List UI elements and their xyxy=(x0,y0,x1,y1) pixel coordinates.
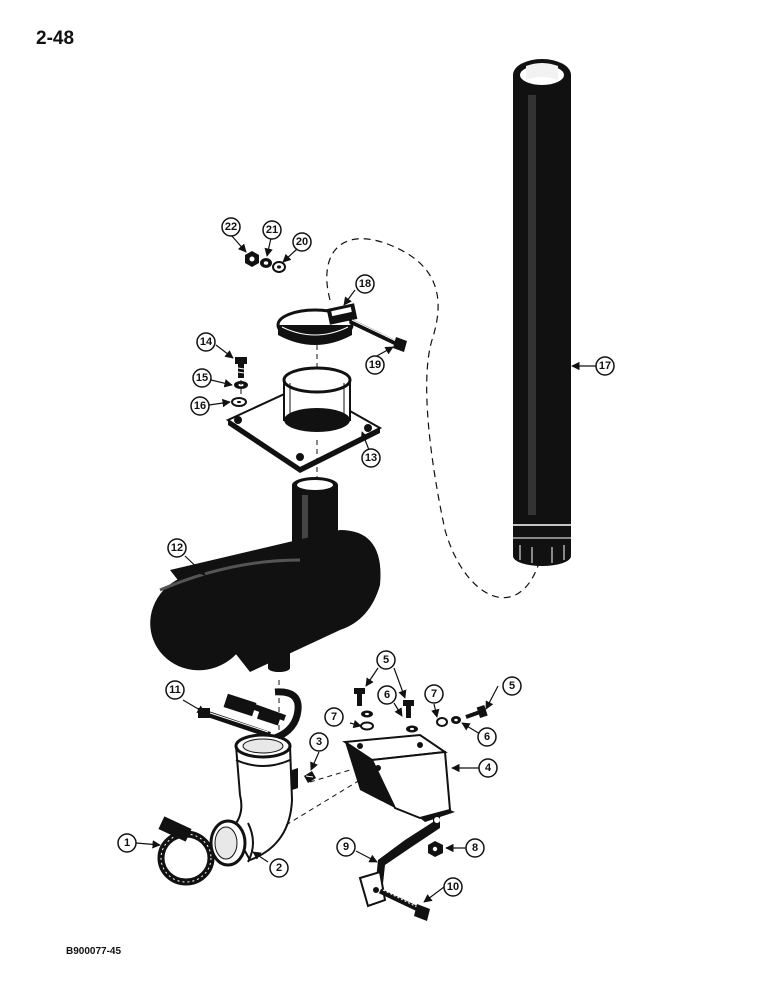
alignment-lines xyxy=(240,345,361,826)
callout-3: 3 xyxy=(309,732,329,752)
callout-16: 16 xyxy=(190,396,210,416)
callout-22: 22 xyxy=(221,217,241,237)
svg-text:2: 2 xyxy=(276,862,282,874)
hex-nut-8 xyxy=(428,841,443,857)
callout-4: 4 xyxy=(478,758,498,778)
capscrew-10 xyxy=(378,888,430,921)
callout-9: 9 xyxy=(336,837,356,857)
callout-17: 17 xyxy=(595,356,615,376)
figure-code: B900077-45 xyxy=(66,946,122,957)
exhaust-stack-pipe xyxy=(512,59,572,566)
callout-7-left: 7 xyxy=(324,707,344,727)
flat-washer-20 xyxy=(272,261,286,273)
svg-text:15: 15 xyxy=(196,372,208,384)
capscrew-5-center xyxy=(403,700,414,718)
lockwasher-21 xyxy=(260,258,272,268)
u-bolt-clamp xyxy=(198,688,302,742)
callout-11: 11 xyxy=(165,680,185,700)
capscrew-14 xyxy=(235,357,247,378)
svg-text:7: 7 xyxy=(331,711,337,723)
lockwasher-6-left xyxy=(361,710,373,718)
clamp-bolt xyxy=(348,318,407,352)
svg-text:9: 9 xyxy=(343,841,349,853)
svg-text:21: 21 xyxy=(266,224,278,236)
svg-text:16: 16 xyxy=(194,400,206,412)
svg-text:4: 4 xyxy=(485,762,492,774)
svg-text:1: 1 xyxy=(124,837,130,849)
callout-12: 12 xyxy=(167,538,187,558)
hex-nut-22 xyxy=(245,251,259,267)
callout-15: 15 xyxy=(192,368,212,388)
callout-leaders xyxy=(135,234,596,903)
mounting-bracket xyxy=(342,733,455,822)
svg-text:20: 20 xyxy=(296,236,308,248)
callout-14: 14 xyxy=(196,332,216,352)
flat-washer-16 xyxy=(231,397,247,407)
washer-7-center xyxy=(406,725,418,733)
svg-text:7: 7 xyxy=(431,688,437,700)
callout-20: 20 xyxy=(292,232,312,252)
svg-text:18: 18 xyxy=(359,278,371,290)
svg-text:17: 17 xyxy=(599,360,611,372)
washer-7-left xyxy=(360,721,374,731)
svg-text:6: 6 xyxy=(384,689,390,701)
mounting-plate xyxy=(225,366,383,473)
callout-21: 21 xyxy=(262,220,282,240)
muffler xyxy=(150,477,381,672)
svg-text:22: 22 xyxy=(225,221,237,233)
callout-6-left: 6 xyxy=(377,685,397,705)
callout-10: 10 xyxy=(443,877,463,897)
stack-clamp xyxy=(276,303,358,345)
svg-text:5: 5 xyxy=(509,680,515,692)
callout-13: 13 xyxy=(361,448,381,468)
capscrew-5-right xyxy=(465,705,488,719)
callout-6-right: 6 xyxy=(477,727,497,747)
svg-text:19: 19 xyxy=(369,359,381,371)
svg-text:13: 13 xyxy=(365,452,377,464)
exhaust-elbow xyxy=(209,733,298,867)
lockwasher-6-right xyxy=(451,716,461,724)
svg-text:5: 5 xyxy=(383,654,389,666)
callout-5-left: 5 xyxy=(376,650,396,670)
callout-1: 1 xyxy=(117,833,137,853)
callout-5-right: 5 xyxy=(502,676,522,696)
callout-2: 2 xyxy=(269,858,289,878)
capscrew-5-left xyxy=(354,688,365,706)
svg-text:3: 3 xyxy=(316,736,322,748)
hose-clamp xyxy=(157,816,215,886)
fitting xyxy=(304,771,316,783)
washer-7-right xyxy=(436,717,448,727)
svg-text:10: 10 xyxy=(447,881,459,893)
svg-text:12: 12 xyxy=(171,542,183,554)
svg-text:14: 14 xyxy=(200,336,213,348)
callout-8: 8 xyxy=(465,838,485,858)
callout-19: 19 xyxy=(365,355,385,375)
assembly-dashed-line xyxy=(326,238,541,599)
svg-text:11: 11 xyxy=(169,684,181,696)
brace xyxy=(358,815,440,908)
callout-18: 18 xyxy=(355,274,375,294)
svg-text:6: 6 xyxy=(484,731,490,743)
page-number: 2-48 xyxy=(36,28,75,49)
svg-text:8: 8 xyxy=(472,842,478,854)
callout-7-right: 7 xyxy=(424,684,444,704)
